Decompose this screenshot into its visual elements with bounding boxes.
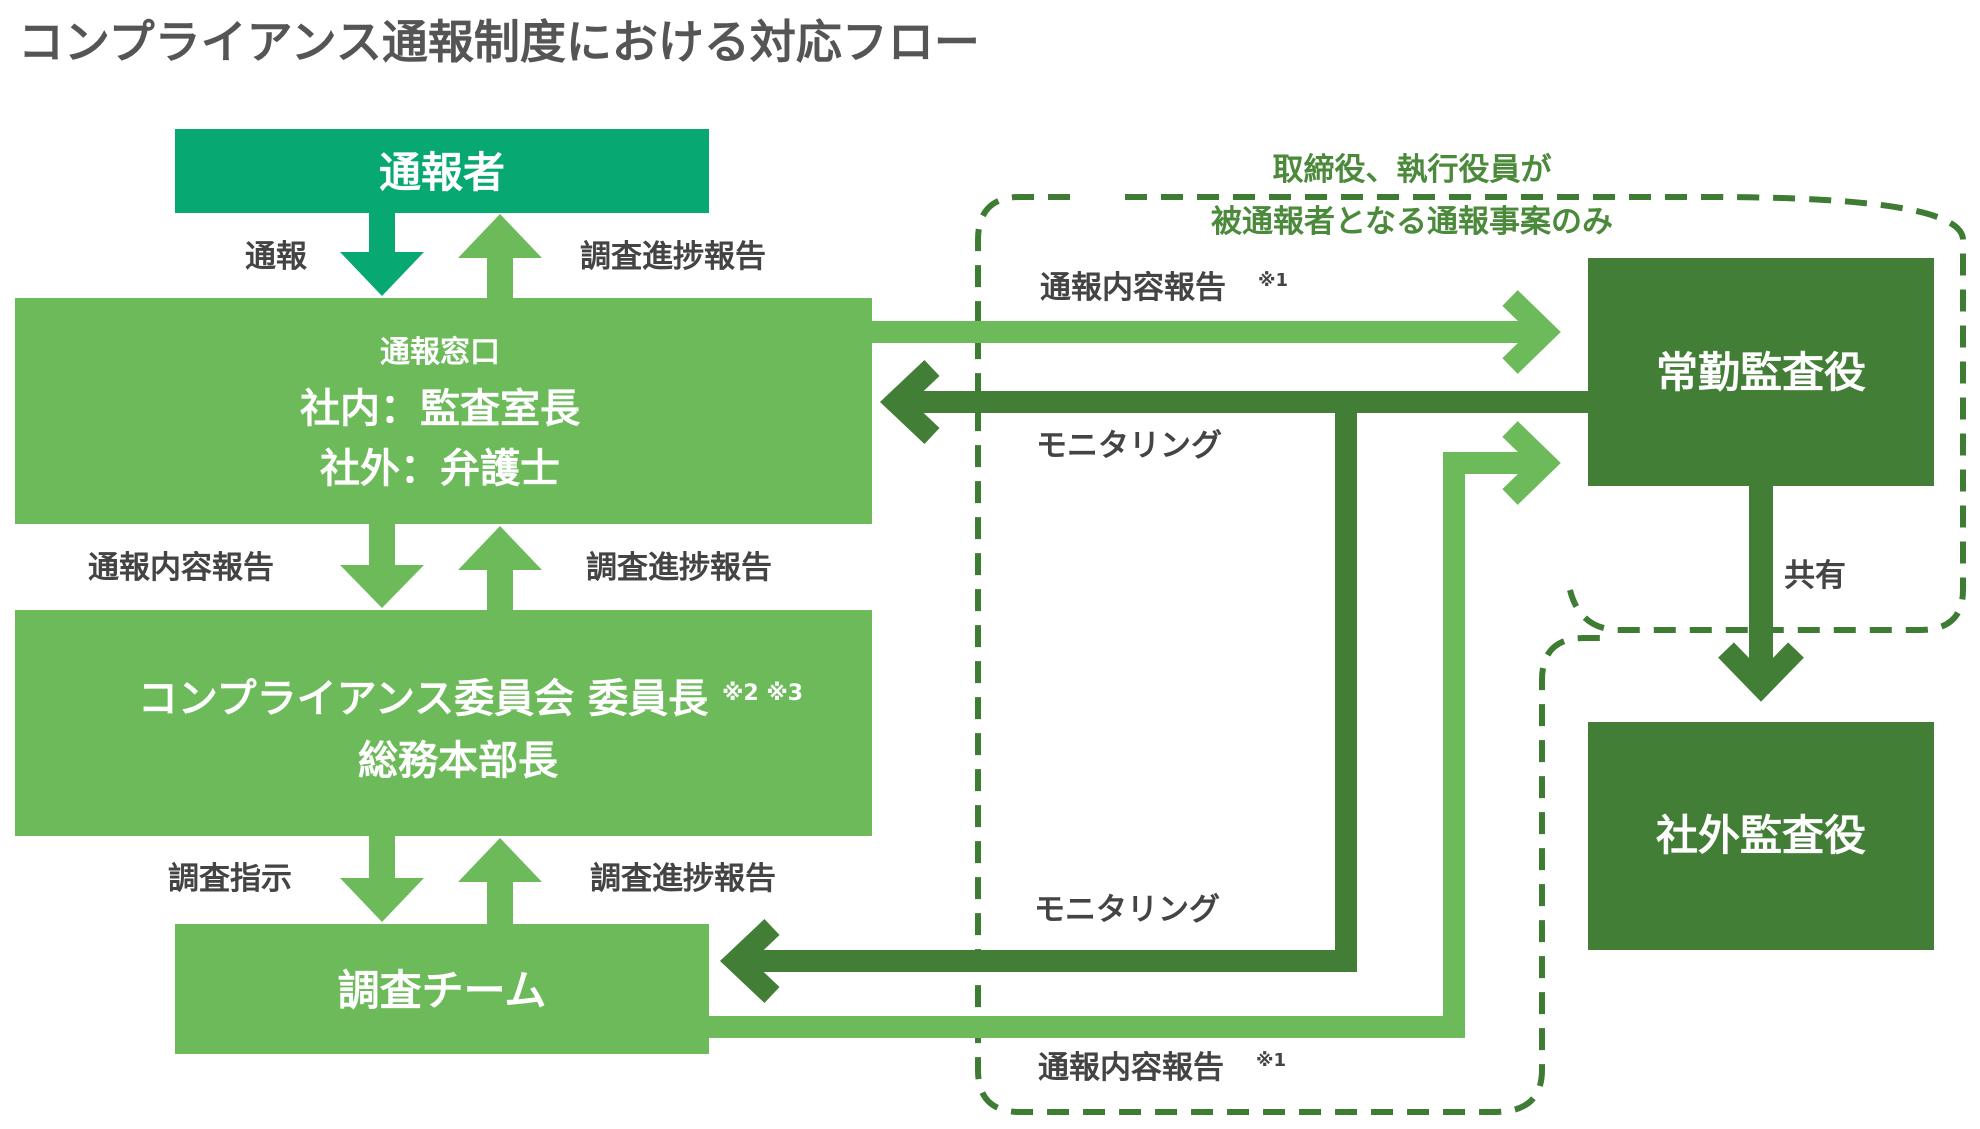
committee-line2: 総務本部長	[358, 738, 559, 784]
monitoring-bottom-head	[719, 919, 780, 1003]
share-head	[1718, 642, 1804, 702]
outside-auditor-box	[1588, 722, 1934, 950]
content-report-top-head	[1502, 290, 1561, 374]
content-report-bottom-head	[1502, 421, 1561, 505]
content-report-left-label: 通報内容報告	[88, 550, 274, 586]
content-report-upper-shaft	[1443, 452, 1543, 474]
dashed-note-line1: 取締役、執行役員が	[1273, 152, 1552, 188]
progress-up-arrow-2	[458, 526, 542, 610]
reporter-label: 通報者	[379, 148, 505, 197]
content-report-bottom-shaft	[709, 1016, 1465, 1038]
progress-label-2: 調査進捗報告	[586, 550, 772, 586]
report-down-arrow	[340, 213, 424, 296]
committee-line1: コンプライアンス委員会 委員長	[138, 676, 709, 722]
desk-title: 通報窓口	[380, 335, 500, 370]
page-title: コンプライアンス通報制度における対応フロー	[18, 15, 980, 69]
outside-auditor-label: 社外監査役	[1656, 811, 1866, 860]
content-report-bottom-label: 通報内容報告	[1038, 1050, 1224, 1086]
dashed-note-line2: 被通報者となる通報事案のみ	[1211, 204, 1613, 240]
committee-box	[15, 610, 872, 836]
team-label: 調査チーム	[338, 966, 547, 1015]
standing-auditor-label: 常勤監査役	[1656, 348, 1866, 397]
progress-up-arrow-3	[458, 838, 542, 924]
instruction-down-arrow	[340, 836, 424, 922]
content-down-arrow	[340, 524, 424, 608]
progress-up-arrow-1	[458, 214, 542, 298]
monitoring-bottom-label: モニタリング	[1034, 892, 1220, 928]
investigation-team-box	[175, 924, 709, 1054]
reporting-desk-box	[15, 298, 872, 524]
monitoring-top-head	[879, 360, 940, 444]
instruction-label: 調査指示	[168, 861, 292, 897]
progress-label-1: 調査進捗報告	[580, 239, 766, 275]
progress-label-3: 調査進捗報告	[590, 861, 776, 897]
dashed-region-upper	[1125, 194, 1966, 633]
committee-note: ※2 ※3	[722, 681, 803, 706]
desk-internal: 社内：監査室長	[300, 386, 581, 432]
report-label: 通報	[245, 239, 308, 275]
share-label: 共有	[1784, 558, 1846, 594]
reporter-box	[175, 129, 709, 213]
monitoring-top-label: モニタリング	[1036, 428, 1222, 464]
content-report-top-note: ※1	[1258, 270, 1288, 291]
content-report-top-shaft	[872, 321, 1542, 343]
monitoring-bottom-shaft	[740, 950, 1357, 972]
standing-auditor-box	[1588, 258, 1934, 486]
desk-external: 社外：弁護士	[320, 446, 560, 492]
share-shaft	[1749, 486, 1773, 676]
monitoring-top-shaft	[900, 391, 1588, 413]
content-report-vertical-line	[1443, 452, 1465, 1038]
content-report-top-label: 通報内容報告	[1040, 270, 1226, 306]
monitoring-vertical-line	[1335, 391, 1357, 972]
content-report-bottom-note: ※1	[1256, 1050, 1286, 1071]
